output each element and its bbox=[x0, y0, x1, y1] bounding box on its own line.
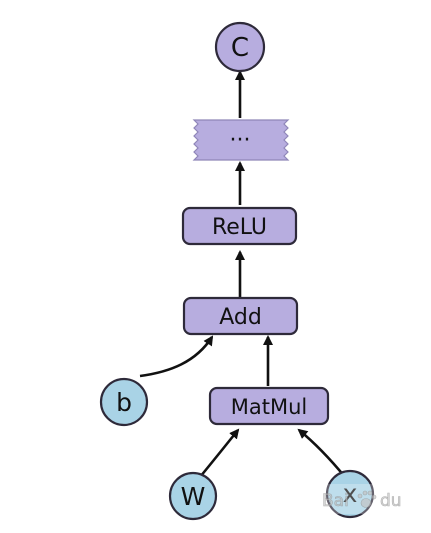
baidu-watermark: Bai du bbox=[318, 484, 408, 514]
node-c-shape bbox=[214, 21, 266, 73]
node-matmul: MatMul bbox=[208, 386, 330, 426]
node-w: W bbox=[168, 471, 218, 521]
edge-b-to-add bbox=[139, 335, 214, 378]
node-relu: ReLU bbox=[181, 206, 298, 246]
node-matmul-label: MatMul bbox=[231, 395, 307, 419]
watermark-suffix: du bbox=[380, 491, 402, 511]
node-add: Add bbox=[182, 296, 299, 336]
node-ellipsis: ··· bbox=[192, 119, 290, 161]
node-ellipsis-shape bbox=[192, 119, 290, 161]
node-matmul-shape bbox=[208, 386, 330, 426]
node-c: C bbox=[214, 21, 266, 73]
node-relu-shape bbox=[181, 206, 298, 246]
node-add-label: Add bbox=[219, 305, 262, 330]
edge-x-to-matmul bbox=[297, 428, 347, 478]
watermark-backdrop bbox=[318, 484, 408, 514]
node-w-shape bbox=[168, 471, 218, 521]
edge-w-to-matmul bbox=[198, 428, 240, 478]
node-ellipsis-label: ··· bbox=[230, 128, 251, 153]
node-b-label: b bbox=[116, 388, 132, 417]
node-add-shape bbox=[182, 296, 299, 336]
node-relu-label: ReLU bbox=[212, 215, 267, 240]
node-b-shape bbox=[99, 377, 149, 427]
node-x-label: x bbox=[343, 479, 358, 508]
watermark-text: Bai bbox=[322, 491, 349, 511]
node-c-label: C bbox=[231, 33, 249, 63]
paw-icon bbox=[357, 490, 377, 508]
node-w-label: W bbox=[181, 482, 206, 511]
node-b: b bbox=[99, 377, 149, 427]
